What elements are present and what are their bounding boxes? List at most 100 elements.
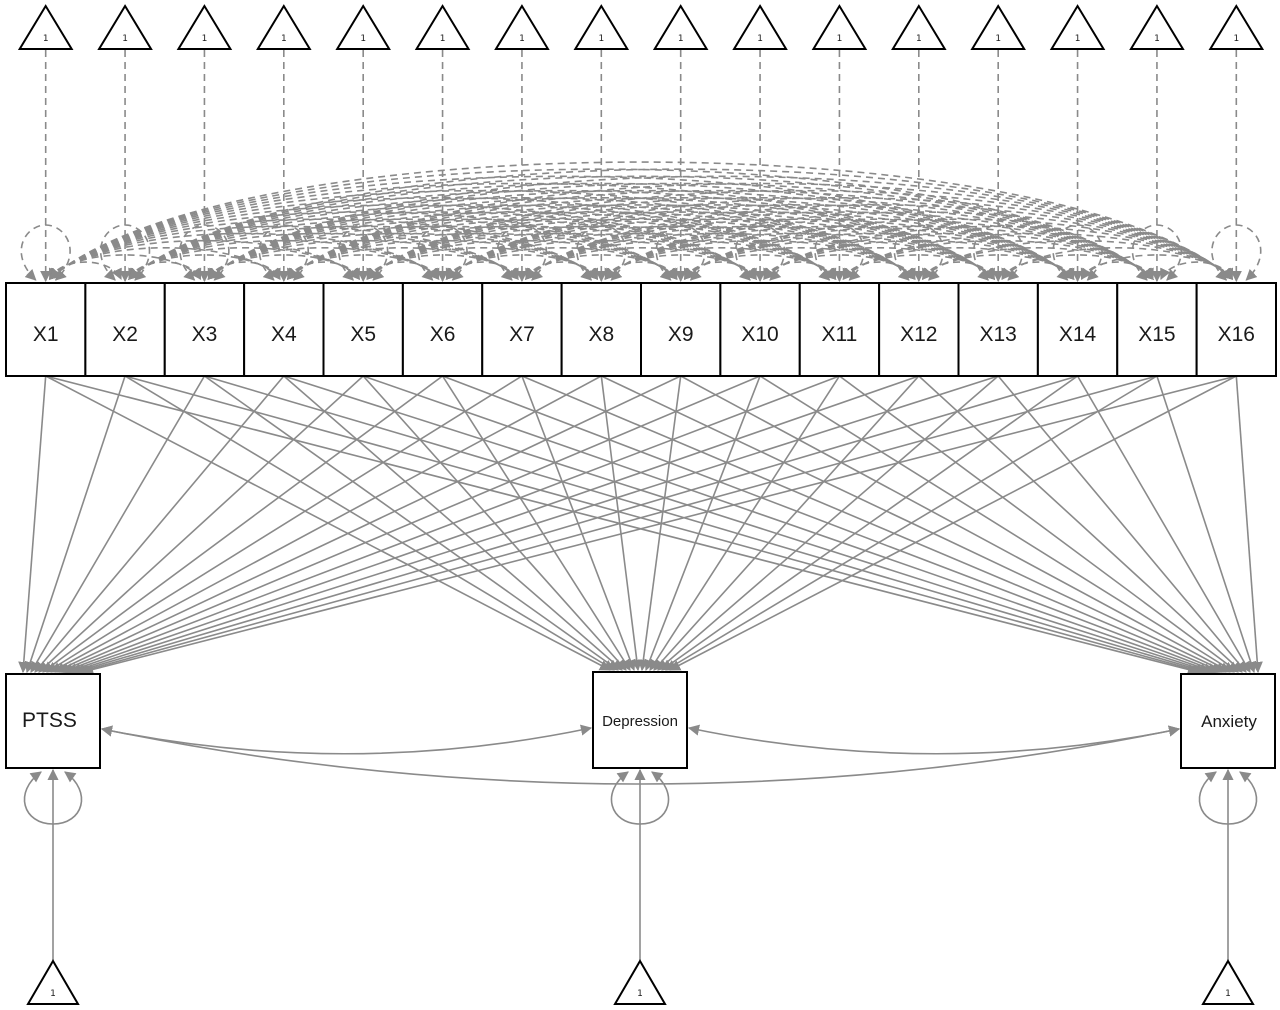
path-x7-to-anxiety [521,375,1224,674]
residual-variance-anxiety [1198,771,1258,825]
covariance-x12-x15 [922,247,1154,280]
path-x11-to-ptss [61,375,840,674]
intercept-label: 1 [678,34,684,44]
intercept-label: 1 [440,34,446,44]
covariance-x12-x16 [922,239,1234,280]
predictor-box-x16 [1195,282,1277,377]
predictor-label-x7: X7 [509,323,535,346]
covariance-x3-x13 [207,196,996,280]
covariance-x5-x15 [366,196,1154,280]
intercept-triangle-x13 [970,4,1026,50]
path-x15-to-depression [665,375,1158,671]
path-x13-to-anxiety [997,375,1247,673]
predictor-label-x3: X3 [192,323,218,346]
predictor-label-x1: X1 [33,323,59,346]
path-x12-to-anxiety [918,375,1243,673]
path-x2-to-anxiety [124,375,1204,675]
intercept-label: 1 [122,34,128,44]
intercept-label: 1 [837,34,843,44]
intercept-label: 1 [1075,34,1081,44]
predictor-box-x2 [84,282,166,377]
intercept-label: 1 [281,34,287,44]
path-x12-to-ptss [65,375,920,674]
intercept-label: 1 [995,34,1001,44]
intercept-label: 1 [757,34,763,44]
covariance-x4-x15 [286,189,1154,280]
intercept-triangle-x6 [414,4,471,50]
predictor-box-x9 [640,282,722,377]
covariance-x5-x8 [366,247,599,280]
outcome-label-ptss: PTSS [22,709,77,732]
path-x11-to-depression [649,375,841,671]
regression-path-layer [18,375,1263,675]
residual-variance-depression [610,771,670,825]
covariance-x1-x16 [48,161,1234,280]
path-x5-to-ptss [38,375,364,673]
predictor-box-x13 [957,282,1039,377]
path-x14-to-depression [661,375,1079,671]
predictor-box-x5 [322,282,404,377]
covariance-x2-x13 [128,189,996,280]
predictor-box-x1 [5,282,87,377]
intercept-label: 1 [360,34,366,44]
intercept-triangle-x11 [811,4,868,50]
intercept-triangle-x10 [732,4,788,50]
predictor-label-x13: X13 [980,323,1017,346]
path-x16-to-depression [669,375,1237,671]
predictor-label-x11: X11 [822,323,858,346]
covariance-ptss-anxiety [100,725,1181,785]
predictor-label-x16: X16 [1218,323,1255,346]
covariance-x11-x15 [842,239,1154,280]
path-x7-to-ptss [46,375,523,673]
intercept-triangle-ptss [26,959,80,1005]
intercept-label: 1 [202,34,208,44]
covariance-x6-x9 [445,247,678,280]
path-x8-to-ptss [50,375,602,673]
path-x12-to-depression [653,375,920,671]
path-x1-to-anxiety [45,375,1200,675]
covariance-x13-x16 [1001,247,1234,280]
path-x10-to-anxiety [759,375,1235,673]
covariance-x1-x14 [48,175,1075,280]
intercept-label: 1 [43,34,49,44]
path-x9-to-ptss [53,375,682,673]
covariance-x2-x11 [128,204,837,280]
path-x1-to-ptss [18,375,47,674]
intercept-label: 1 [1233,34,1239,44]
path-x8-to-anxiety [600,375,1228,673]
covariance-x1-x11 [48,196,837,280]
path-x9-to-anxiety [680,375,1231,673]
covariance-x1-x15 [48,168,1154,280]
intercept-triangle-x5 [335,4,391,50]
path-x5-to-anxiety [362,375,1216,674]
covariance-layer [20,161,1262,281]
intercept-triangle-x12 [891,4,947,50]
covariance-x6-x15 [445,204,1154,280]
predictor-label-x12: X12 [900,323,937,346]
outcome-label-depression: Depression [602,713,678,730]
intercept-triangle-x7 [494,4,550,50]
predictor-label-x10: X10 [741,323,778,346]
path-x14-to-ptss [73,375,1078,675]
covariance-x4-x7 [287,247,519,280]
covariance-x10-x13 [763,247,995,280]
covariance-x2-x5 [128,247,360,280]
covariance-x4-x14 [286,196,1075,280]
covariance-x9-x13 [683,239,995,280]
intercept-triangle-x1 [17,4,74,50]
covariance-x8-x12 [604,239,916,280]
intercept-label: 1 [1154,34,1160,44]
covariance-x4-x13 [286,204,996,280]
intercept-triangle-x14 [1049,4,1106,50]
predictor-box-x7 [481,282,563,377]
path-x6-to-anxiety [442,375,1220,674]
covariance-x5-x16 [366,189,1234,280]
predictor-box-x4 [243,282,325,377]
intercept-label: 1 [916,34,922,44]
intercept-triangle-x16 [1208,4,1265,50]
covariance-x11-x16 [842,232,1234,280]
intercept-label: 1 [598,34,604,44]
